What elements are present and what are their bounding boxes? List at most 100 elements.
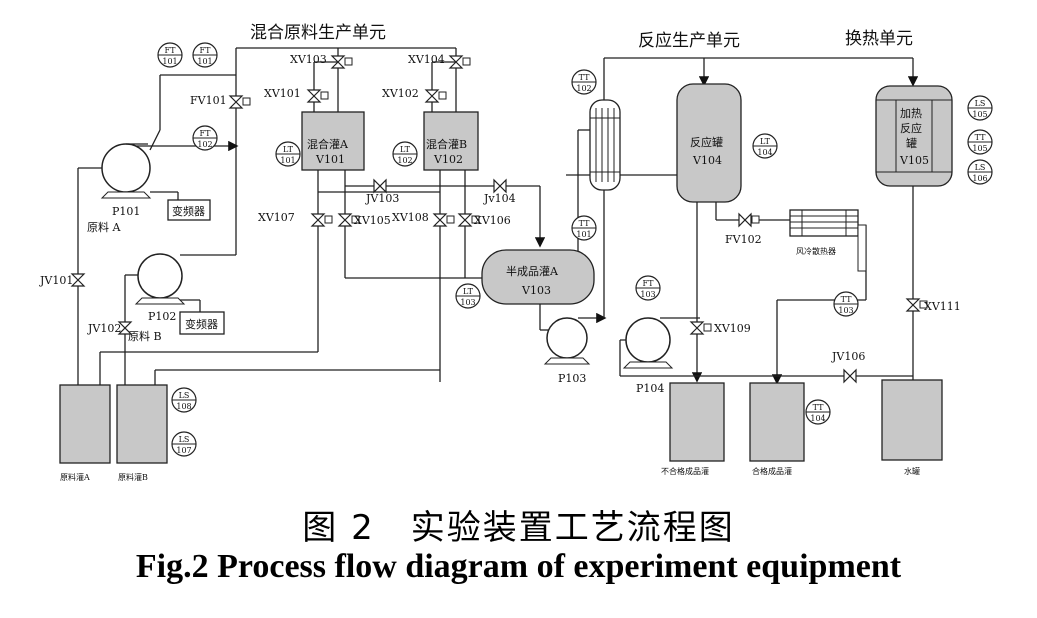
valve-xv103: XV103 — [290, 53, 353, 69]
instrument-ft102-number: 102 — [197, 140, 212, 149]
instrument-ft103-type: FT — [643, 279, 655, 288]
instrument-lt104: LT 104 — [752, 133, 778, 159]
pump-p103 — [543, 317, 591, 365]
valve-jv101: JV101 — [39, 273, 86, 287]
valve-jv102-label: JV102 — [87, 322, 121, 335]
instrument-tt104-number: 104 — [810, 414, 825, 423]
heating-reactor-id: V105 — [899, 154, 929, 167]
pump-p103-label: P103 — [558, 372, 586, 385]
figure-caption-english: Fig.2 Process flow diagram of experiment… — [135, 548, 902, 585]
instrument-ls106: LS 106 — [967, 159, 993, 185]
shell-tube-heat-exchanger — [589, 99, 621, 191]
valve-fv101-label: FV101 — [190, 94, 227, 107]
heating-reactor-name-2: 反应 — [900, 121, 922, 135]
feed-a-label: 原料 A — [87, 220, 121, 234]
valve-xv108-label: XV108 — [392, 211, 429, 224]
valve-xv107: XV107 — [258, 211, 333, 227]
instrument-tt105-number: 105 — [972, 144, 987, 153]
section-title-mixing: 混合原料生产单元 — [250, 23, 386, 43]
instrument-ls108-type: LS — [179, 391, 190, 400]
instrument-ft101b: FT 101 — [192, 42, 218, 68]
pump-p101 — [100, 143, 152, 199]
water-tank — [881, 379, 943, 461]
instrument-tt104-type: TT — [813, 403, 824, 412]
valve-xv105-label: XV105 — [354, 214, 391, 227]
reactor-tank-id: V104 — [692, 154, 722, 167]
valve-jv106: JV106 — [831, 350, 865, 384]
instrument-tt103-number: 103 — [838, 306, 853, 315]
qualified-product-tank — [749, 382, 805, 462]
instrument-ls107-number: 107 — [176, 446, 191, 455]
mixing-tank-a — [301, 111, 365, 171]
reactor-tank-name: 反应罐 — [690, 135, 723, 149]
valve-xv105: XV105 — [337, 213, 391, 227]
instrument-ls106-type: LS — [975, 163, 986, 172]
instrument-tt101-number: 101 — [576, 230, 591, 239]
reactor-tank — [676, 83, 742, 203]
heating-reactor — [875, 85, 953, 187]
semi-product-tank-name: 半成品灌A — [506, 264, 559, 278]
water-tank-label: 水罐 — [904, 466, 920, 476]
instrument-tt102-type: TT — [579, 73, 590, 82]
semi-product-tank — [481, 249, 595, 305]
mixing-tank-b-id: V102 — [433, 153, 463, 166]
instrument-tt104: TT 104 — [805, 399, 831, 425]
instrument-lt103: LT 103 — [455, 283, 481, 309]
valve-xv104-label: XV104 — [408, 53, 445, 66]
vfd-box-1 — [167, 199, 211, 221]
air-cooled-radiator — [789, 209, 867, 272]
valve-xv101: XV101 — [264, 87, 329, 103]
instrument-ft101b-number: 101 — [197, 57, 212, 66]
pump-p102 — [134, 253, 186, 305]
valve-xv106: XV106 — [457, 213, 511, 227]
valve-xv111: XV111 — [905, 298, 961, 313]
pump-p104-label: P104 — [636, 382, 664, 395]
feed-tank-b-label: 原料灌B — [118, 472, 148, 482]
instrument-lt103-number: 103 — [460, 298, 475, 307]
valve-xv108: XV108 — [392, 211, 455, 227]
instrument-lt104-type: LT — [760, 137, 771, 146]
instrument-ft103-number: 103 — [640, 290, 655, 299]
qualified-product-tank-label: 合格成品灌 — [752, 466, 792, 476]
valve-xv104: XV104 — [408, 53, 471, 69]
mixing-tank-b-name: 混合灌B — [426, 137, 467, 151]
valve-fv102-label: FV102 — [725, 233, 762, 246]
instrument-tt103-type: TT — [841, 295, 852, 304]
instrument-ft101a-type: FT — [165, 46, 177, 55]
figure-caption-chinese: 图 2 实验装置工艺流程图 — [302, 508, 735, 548]
mixing-tank-a-name: 混合灌A — [307, 137, 349, 151]
instrument-ls106-number: 106 — [972, 174, 987, 183]
instrument-lt104-number: 104 — [757, 148, 772, 157]
instrument-ft103: FT 103 — [635, 275, 661, 301]
valve-xv109-label: XV109 — [714, 322, 751, 335]
instrument-ls108-number: 108 — [176, 402, 191, 411]
vfd-box-2 — [179, 311, 225, 335]
valve-jv104: Jv104 — [483, 178, 516, 205]
valve-xv102: XV102 — [382, 87, 447, 103]
mixing-tank-a-id: V101 — [315, 153, 345, 166]
instrument-ft101b-type: FT — [200, 46, 212, 55]
valve-xv111-label: XV111 — [924, 300, 961, 313]
section-title-heat-exchange: 换热单元 — [845, 29, 913, 49]
valve-fv102: FV102 — [725, 212, 762, 246]
valve-xv107-label: XV107 — [258, 211, 295, 224]
instrument-ls108: LS 108 — [171, 387, 197, 413]
instrument-tt101-type: TT — [579, 219, 590, 228]
pump-p104 — [622, 317, 674, 369]
pump-p102-label: P102 — [148, 310, 176, 323]
semi-product-tank-id: V103 — [521, 284, 551, 297]
instrument-lt103-type: LT — [463, 287, 474, 296]
instrument-lt102-type: LT — [400, 145, 411, 154]
instrument-bubbles: FT101FT101FT102LT101LT102TT102TT101LT103… — [157, 42, 993, 457]
vfd-2-label: 变频器 — [185, 317, 218, 331]
instrument-ls105-number: 105 — [972, 110, 987, 119]
air-cooler-label: 风冷散热器 — [796, 246, 836, 256]
